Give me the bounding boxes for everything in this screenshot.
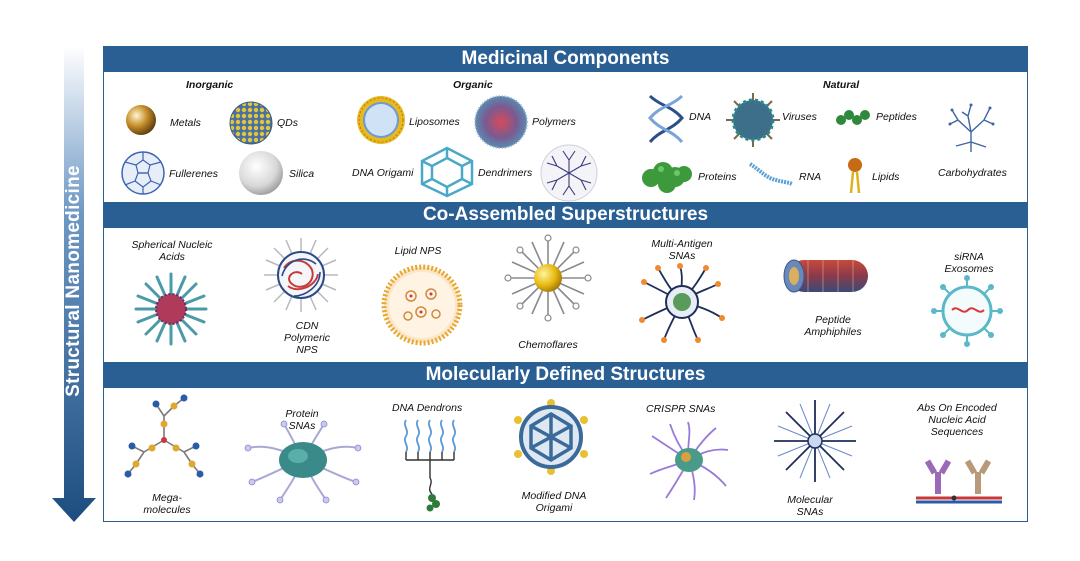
rna-strand-icon [748, 162, 793, 186]
crispr-sna-icon [649, 421, 729, 501]
label-metals: Metals [170, 117, 201, 129]
metal-nanoparticle-icon [126, 105, 156, 135]
section-title-molecularly-defined-structures: Molecularly Defined Structures [103, 362, 1028, 388]
label-viruses: Viruses [782, 111, 817, 123]
category-organic: Organic [453, 79, 493, 91]
label-chemoflares: Chemoflares [518, 339, 578, 351]
label-lipid-nps: Lipid NPS [394, 245, 442, 257]
peptide-amphiphile-icon [783, 259, 868, 293]
label-polymers: Polymers [532, 116, 576, 128]
category-natural: Natural [823, 79, 860, 91]
label-liposomes: Liposomes [409, 116, 460, 128]
label-fullerenes: Fullerenes [169, 168, 219, 180]
virus-icon [726, 93, 780, 147]
category-inorganic: Inorganic [186, 79, 234, 91]
cdn-polymeric-nanoparticle-icon [264, 238, 338, 312]
megamolecule-icon [124, 394, 204, 478]
side-axis-label: Structural Nanomedicine [63, 165, 84, 397]
label-qds: QDs [277, 117, 298, 129]
dna-double-helix-icon [648, 94, 684, 144]
dendrimer-icon [540, 144, 598, 202]
dna-origami-icon [420, 146, 474, 198]
label-lipids: Lipids [872, 171, 900, 183]
section-title-medicinal-components: Medicinal Components [103, 46, 1028, 72]
chemoflare-icon [504, 234, 592, 322]
fullerene-icon [121, 151, 165, 195]
spherical-nucleic-acid-icon [134, 272, 208, 346]
label-carbohydrates: Carbohydrates [938, 167, 1007, 179]
quantum-dot-icon [229, 101, 273, 145]
label-rna: RNA [799, 171, 822, 183]
liposome-icon [357, 96, 405, 144]
molecular-sna-icon [774, 400, 856, 482]
protein-icon [642, 162, 692, 193]
carbohydrate-icon [948, 103, 995, 152]
label-silica: Silica [289, 168, 315, 180]
label-crispr-snas: CRISPR SNAs [646, 403, 716, 415]
silica-nanoparticle-icon [239, 151, 283, 195]
sirna-exosome-icon [931, 275, 1003, 347]
antibody-nucleic-acid-icon [916, 459, 1002, 504]
label-dna-origami: DNA Origami [352, 167, 414, 179]
lipid-icon [848, 158, 862, 194]
label-peptides: Peptides [876, 111, 917, 123]
dna-dendron-icon [403, 419, 457, 512]
label-megamolecules: Mega-molecules [143, 492, 191, 516]
nanomedicine-axis-arrow [52, 46, 96, 522]
polymer-nanoparticle-icon [474, 95, 528, 149]
protein-sna-icon [244, 420, 362, 504]
modified-dna-origami-icon [514, 399, 588, 475]
label-proteins: Proteins [698, 171, 737, 183]
lipid-nanoparticle-icon [381, 264, 463, 346]
label-dna: DNA [689, 111, 712, 123]
section-title-co-assembled-superstructures: Co-Assembled Superstructures [103, 202, 1028, 228]
multi-antigen-sna-icon [639, 263, 725, 343]
label-dna-dendrons: DNA Dendrons [392, 402, 463, 414]
peptide-chain-icon [836, 110, 870, 125]
label-dendrimers: Dendrimers [478, 167, 533, 179]
